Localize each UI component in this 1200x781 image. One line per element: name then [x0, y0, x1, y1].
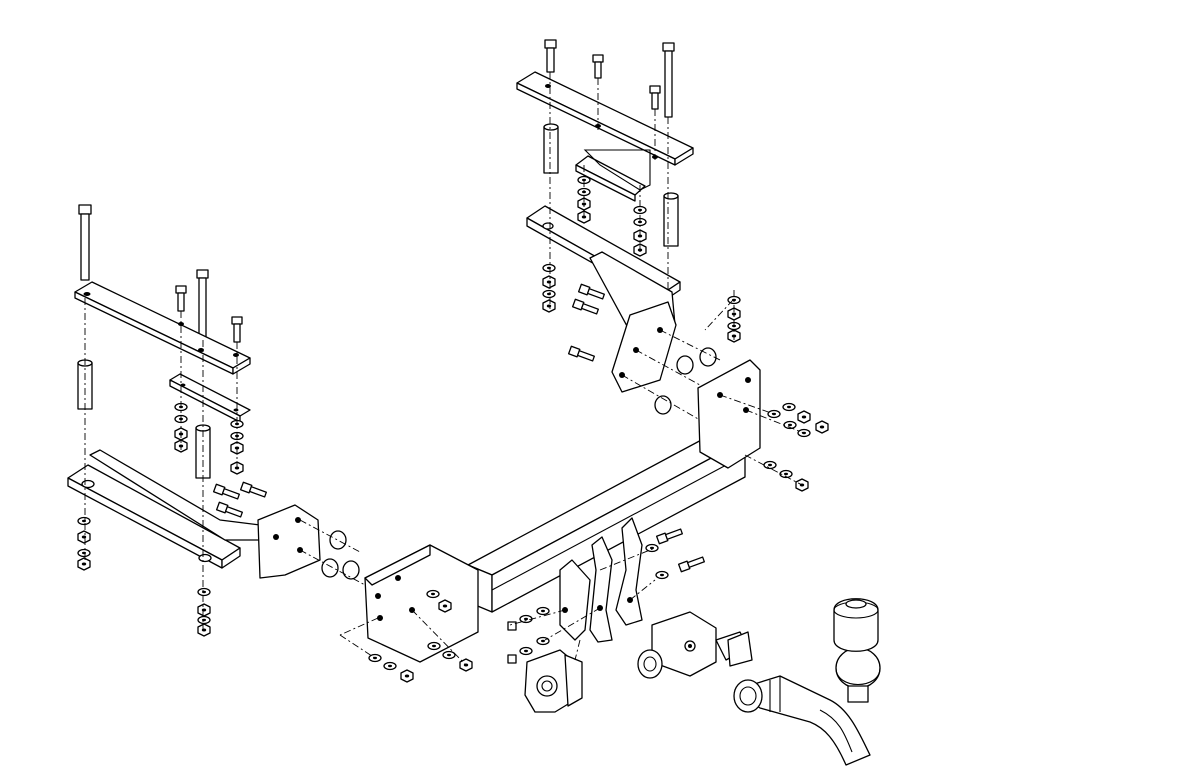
crossbar-right-end-plate [697, 359, 761, 469]
right-bracket-bolts [567, 283, 606, 363]
crossbar-left-end-plate [364, 544, 479, 663]
right-side-bracket [526, 205, 681, 393]
tow-ball [835, 647, 881, 703]
right-clamp-plate [575, 149, 651, 202]
left-bracket-bolts [212, 481, 268, 519]
tow-ball-neck [733, 675, 871, 766]
center-hanger-brackets [559, 517, 643, 643]
right-mounting-plate [516, 71, 694, 166]
right-upper-fasteners [544, 39, 675, 118]
left-spacer-bushings [321, 530, 360, 580]
left-side-bracket [67, 449, 321, 579]
alignment-lines [84, 72, 805, 666]
left-spacer-tubes [77, 359, 211, 479]
left-mounting-plate [74, 281, 251, 375]
ball-dust-cap [833, 598, 879, 652]
ball-receiver-lock [637, 611, 753, 679]
right-spacer-tubes [543, 123, 679, 247]
center-fasteners [507, 527, 706, 664]
left-clamp-plate [169, 373, 251, 423]
socket-plate [524, 649, 583, 713]
